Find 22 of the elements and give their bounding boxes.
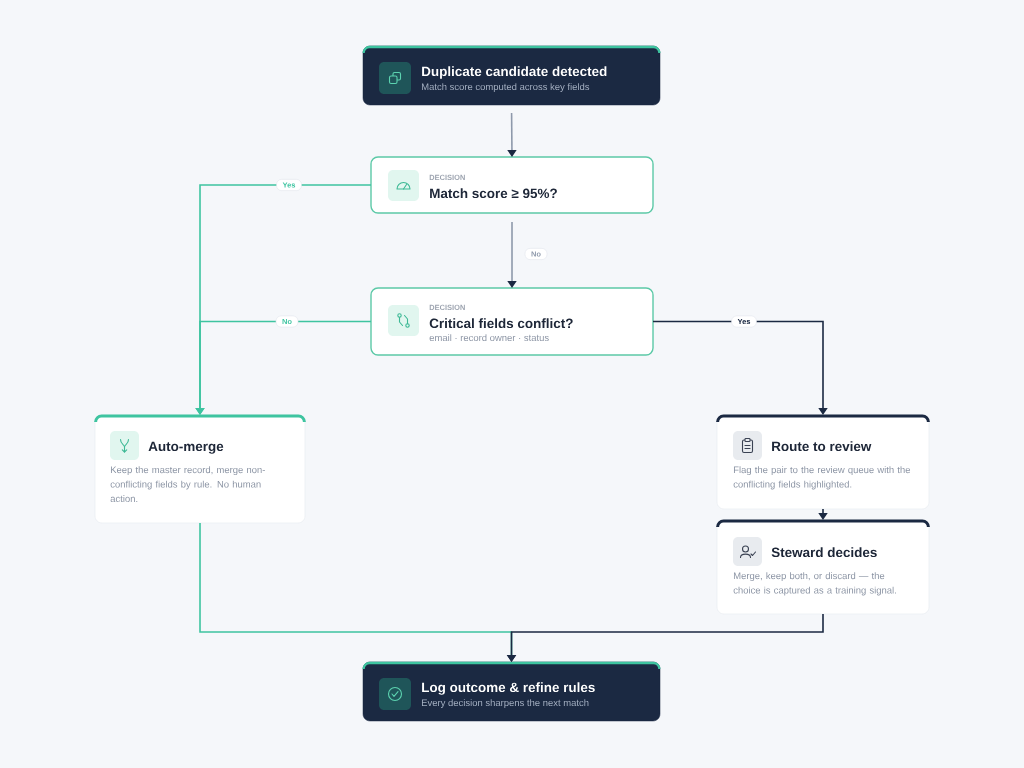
box-title: Duplicate candidate detected [422, 66, 607, 79]
box-subtitle: Every decision sharpens the next match [422, 699, 589, 708]
process-box [362, 45, 661, 106]
box-title: Log outcome & refine rules [422, 682, 595, 695]
step-card [716, 414, 930, 510]
box-title: Auto-merge [148, 441, 224, 454]
card-description: Keep the master record, merge non-conflicting fields by rule. No human action. [110, 466, 265, 503]
decision-box [370, 156, 654, 214]
box-title: Critical fields conflict? [429, 318, 573, 329]
box-title: Route to review [772, 441, 872, 452]
box-subtitle: email · record owner · status [429, 334, 549, 342]
box-title: Match score ≥ 95%? [430, 188, 557, 199]
box-title: Steward decides [771, 547, 877, 558]
step-card [94, 414, 306, 524]
arrow [507, 112, 517, 157]
card-description: Flag the pair to the review queue with the conflicting fields highlighted. [733, 466, 911, 490]
decision-box [370, 287, 654, 356]
step-card [716, 519, 930, 615]
process-box [362, 661, 661, 722]
arrow [652, 320, 828, 415]
card-description: Merge, keep both, or discard — the choice is captured as a training signal. [733, 572, 896, 596]
box-subtitle: Match score computed across key fields [422, 83, 590, 92]
